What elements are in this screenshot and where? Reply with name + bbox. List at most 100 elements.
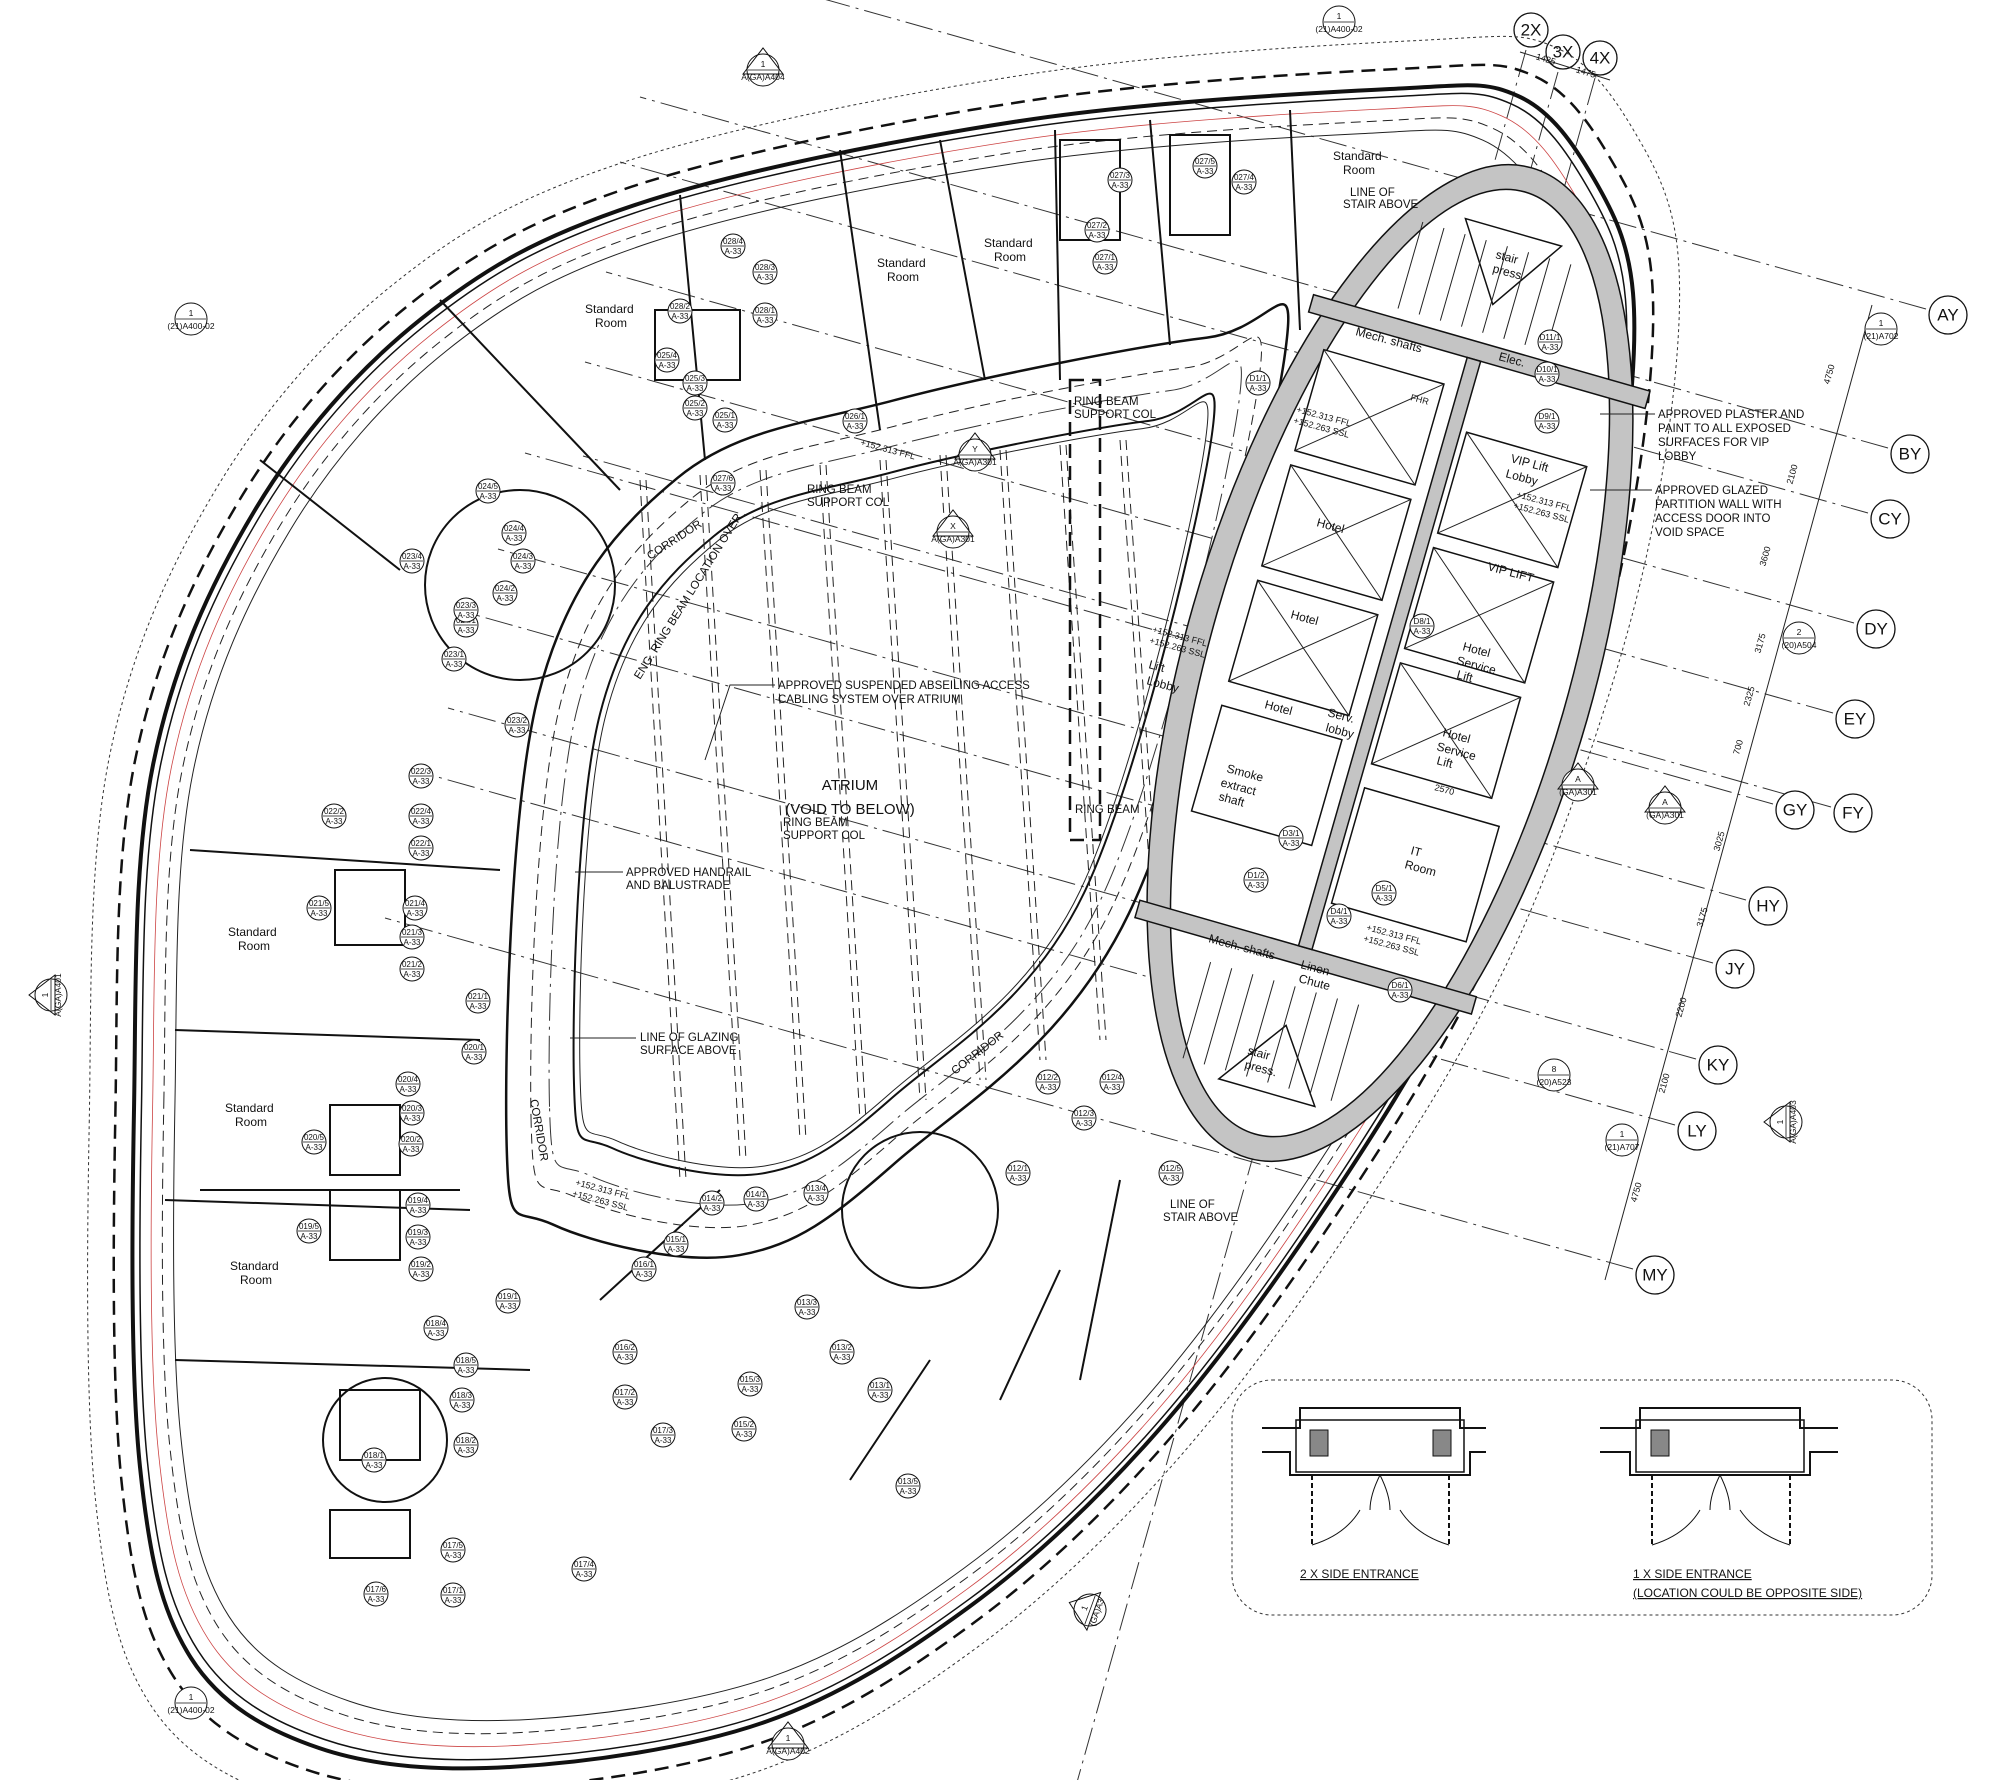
section-ref-number: 1 bbox=[1879, 318, 1884, 328]
door-tag-ref: A-33 bbox=[311, 909, 328, 918]
stair-tread bbox=[1503, 252, 1530, 339]
section-reference-marker: YA(GA)A301 bbox=[953, 432, 997, 472]
corridor-outer-wall bbox=[504, 303, 1290, 1259]
grid-bubble-cy bbox=[1870, 499, 1910, 539]
abseil-cable-line bbox=[645, 479, 687, 1181]
door-tag-ref: A-33 bbox=[458, 1446, 475, 1455]
void-label: (VOID TO BELOW) bbox=[785, 801, 914, 818]
section-reference-marker: 1A(GA)A404 bbox=[741, 47, 785, 87]
door-tag-number: 022/4 bbox=[411, 807, 432, 816]
door-tag-ref: A-33 bbox=[410, 1206, 427, 1215]
door-tag-ref: A-33 bbox=[617, 1398, 634, 1407]
door-tag-ref: A-33 bbox=[506, 534, 523, 543]
door-tag-number: 017/6 bbox=[366, 1585, 387, 1594]
svg-text:LINE OF GLAZING: LINE OF GLAZING bbox=[640, 1032, 738, 1044]
door-tag-ref: A-33 bbox=[509, 726, 526, 735]
door-tag-number: D8/1 bbox=[1414, 617, 1431, 626]
door-tag-ref: A-33 bbox=[445, 1551, 462, 1560]
door-tag-number: 024/3 bbox=[513, 552, 534, 561]
door-tag-number: 028/4 bbox=[723, 237, 744, 246]
stair-tread bbox=[1418, 227, 1445, 315]
section-ref-triangle bbox=[1556, 762, 1600, 790]
section-ref-number: X bbox=[950, 521, 956, 531]
svg-text:LINE OF: LINE OF bbox=[1170, 1199, 1215, 1211]
svg-text:shaft: shaft bbox=[1217, 789, 1246, 809]
door-tag-number: 023/4 bbox=[402, 552, 423, 561]
section-ref-triangle bbox=[766, 1721, 810, 1749]
door-tag-number: 020/4 bbox=[398, 1075, 419, 1084]
door-tag-number: D1/1 bbox=[1250, 374, 1267, 383]
door-tag-number: 020/5 bbox=[304, 1133, 325, 1142]
door-tag-ref: A-33 bbox=[368, 1595, 385, 1604]
door-tag-ref: A-33 bbox=[454, 1401, 471, 1410]
door-tag-number: D1/2 bbox=[1248, 871, 1265, 880]
svg-text:SURFACE ABOVE: SURFACE ABOVE bbox=[640, 1045, 737, 1057]
door-tag-ref: A-33 bbox=[413, 817, 430, 826]
glazed-partition-note: APPROVED GLAZED PARTITION WALL WITH ACCE… bbox=[1590, 485, 1782, 539]
door-tag-number: 012/5 bbox=[1161, 1164, 1182, 1173]
door-tag-number: 019/3 bbox=[408, 1228, 429, 1237]
abseil-cable-line bbox=[879, 459, 921, 1101]
door-tag-number: 025/3 bbox=[685, 374, 706, 383]
section-reference-marker: 8(20)A523 bbox=[1537, 1058, 1572, 1092]
door-tag-ref: A-33 bbox=[445, 1596, 462, 1605]
abseil-cable-line bbox=[999, 449, 1041, 1061]
door-tag-number: D11/1 bbox=[1540, 333, 1561, 342]
section-ref-number: 1 bbox=[40, 992, 50, 997]
door-tag-number: D4/1 bbox=[1331, 907, 1348, 916]
corridor-dashed-line bbox=[530, 336, 1262, 1229]
svg-text:STAIR ABOVE: STAIR ABOVE bbox=[1343, 199, 1419, 211]
grid-label-ay: AY bbox=[1937, 305, 1958, 324]
lift-cross bbox=[1261, 498, 1412, 567]
door-tag-number: 025/2 bbox=[685, 399, 706, 408]
svg-text:VOID SPACE: VOID SPACE bbox=[1655, 527, 1725, 539]
svg-text:AND BALUSTRADE: AND BALUSTRADE bbox=[626, 880, 730, 892]
door-tag-number: 027/4 bbox=[1234, 173, 1255, 182]
door-tag-ref: A-33 bbox=[1112, 181, 1129, 190]
door-tag-number: D10/1 bbox=[1536, 365, 1558, 374]
grid-bubble-jy bbox=[1715, 949, 1755, 989]
grid-bubble-ey bbox=[1835, 699, 1875, 739]
door-tag-ref: A-33 bbox=[1097, 263, 1114, 272]
door-tag-number: 027/6 bbox=[713, 474, 734, 483]
door-tag-number: 019/2 bbox=[411, 1260, 432, 1269]
door-tag-number: 021/3 bbox=[402, 928, 423, 937]
grid-bubble-my bbox=[1635, 1255, 1675, 1295]
svg-text:Room: Room bbox=[240, 1273, 272, 1287]
door-tag-number: 020/1 bbox=[464, 1043, 485, 1052]
door-tag-ref: A-33 bbox=[799, 1308, 816, 1317]
one-side-entrance-label: 1 X SIDE ENTRANCE bbox=[1633, 1567, 1752, 1581]
door-tag-number: 024/5 bbox=[478, 482, 499, 491]
grid-label-ly: LY bbox=[1687, 1121, 1707, 1140]
door-tag-number: 017/2 bbox=[615, 1388, 636, 1397]
door-tag-ref: A-33 bbox=[1392, 991, 1409, 1000]
stair-tread bbox=[1267, 986, 1296, 1083]
svg-text:Standard: Standard bbox=[1333, 149, 1382, 163]
grid-label-3x: 3X bbox=[1553, 42, 1574, 61]
stair-press-shaft bbox=[1464, 217, 1564, 306]
elec-label: Elec. bbox=[1497, 349, 1526, 369]
door-tag-ref: A-33 bbox=[413, 1270, 430, 1279]
gridline-dy bbox=[605, 271, 1855, 624]
door-tag-number: 022/3 bbox=[411, 767, 432, 776]
section-ref-number: 1 bbox=[189, 1692, 194, 1702]
door-tag-ref: A-33 bbox=[413, 777, 430, 786]
grid-label-ky: KY bbox=[1707, 1055, 1730, 1074]
door-tag-ref: A-33 bbox=[404, 970, 421, 979]
lift-cross bbox=[1294, 383, 1445, 452]
one-side-entrance-detail bbox=[1600, 1407, 1838, 1546]
stair-tread bbox=[1330, 1004, 1360, 1101]
door-tag-ref: A-33 bbox=[404, 1114, 421, 1123]
svg-text:SUPPORT COL: SUPPORT COL bbox=[783, 830, 866, 842]
door-tag-ref: A-33 bbox=[655, 1436, 672, 1445]
door-tag-number: 012/1 bbox=[1008, 1164, 1029, 1173]
door-tag-number: D5/1 bbox=[1376, 884, 1393, 893]
svg-text:Standard: Standard bbox=[585, 302, 634, 316]
grid-label-hy: HY bbox=[1756, 896, 1780, 915]
svg-text:stair: stair bbox=[1246, 1043, 1272, 1062]
door-tag-number: 018/3 bbox=[452, 1391, 473, 1400]
section-ref-sheet: (21)A400-02 bbox=[1315, 24, 1363, 34]
